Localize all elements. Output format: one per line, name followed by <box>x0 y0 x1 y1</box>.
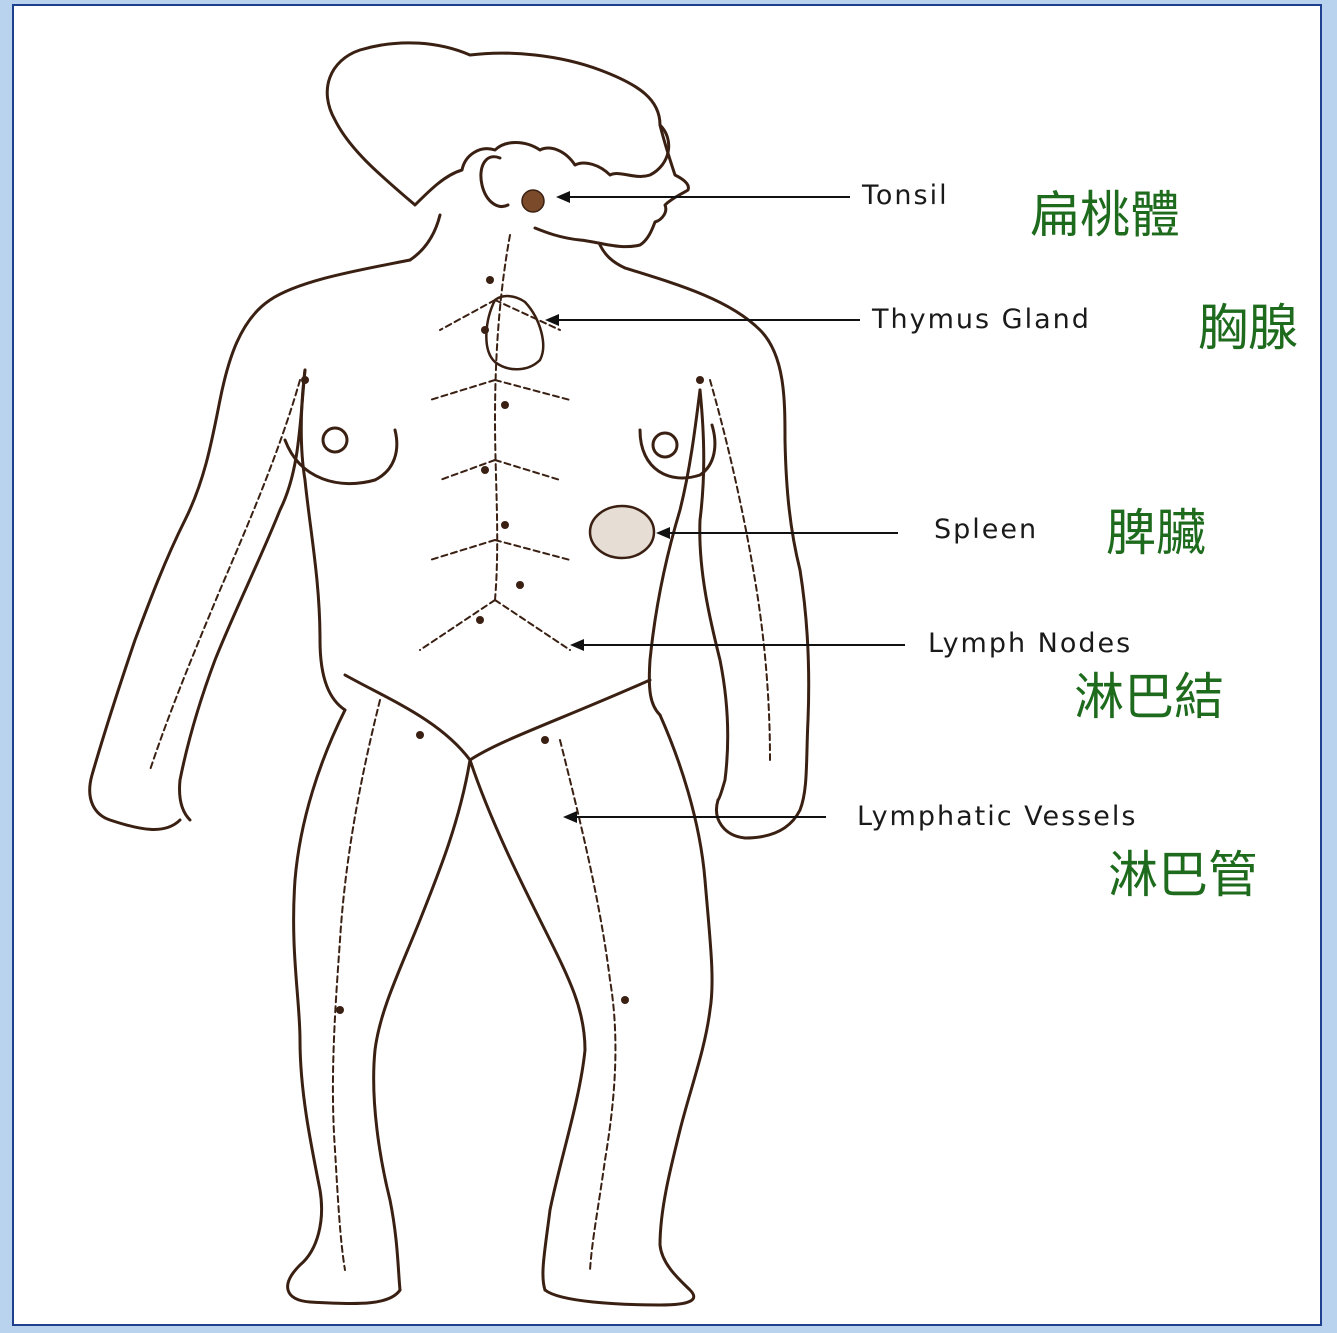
nodes-label: Lymph Nodes <box>928 630 1132 657</box>
left-leg-inner <box>374 760 470 1290</box>
left-leg-outer <box>288 710 400 1304</box>
thymus-gland <box>486 296 543 369</box>
thymus-label-zh: 胸腺 <box>1198 303 1298 353</box>
vessels-arrowhead <box>563 811 577 823</box>
right-leg-vessels <box>560 740 615 1270</box>
ear-outline <box>481 157 508 207</box>
spleen-label-zh: 脾臟 <box>1106 508 1206 558</box>
neck-right <box>600 245 625 268</box>
left-leg-vessels <box>333 700 380 1270</box>
right-leg-outer <box>545 715 712 1305</box>
spleen-label: Spleen <box>934 516 1038 543</box>
left-nipple <box>323 428 347 452</box>
spleen-arrowhead <box>656 527 670 539</box>
nodes-label-zh: 淋巴結 <box>1074 672 1224 722</box>
thymus-label: Thymus Gland <box>872 306 1091 333</box>
left-arm-inner <box>179 370 305 820</box>
torso-left <box>301 370 345 710</box>
vessels-label: Lymphatic Vessels <box>857 803 1137 830</box>
left-arm-vessels <box>150 380 300 770</box>
right-nipple <box>653 433 677 457</box>
vessels-label-zh: 淋巴管 <box>1108 850 1258 900</box>
thymus-arrowhead <box>545 314 559 326</box>
tonsil-node <box>522 190 544 212</box>
tonsil-label-zh: 扁桃體 <box>1030 190 1180 240</box>
pelvis-line <box>345 675 650 760</box>
thoracic-duct <box>495 235 510 600</box>
right-shoulder-arm <box>625 268 809 838</box>
nodes-arrowhead <box>570 639 584 651</box>
right-leg-inner <box>470 760 585 1290</box>
spleen-organ <box>590 506 654 558</box>
left-shoulder-arm <box>90 260 410 829</box>
face-outline <box>535 125 688 247</box>
tonsil-label: Tonsil <box>862 182 949 209</box>
hair-outline <box>327 43 668 205</box>
tonsil-arrowhead <box>556 191 570 203</box>
neck-left <box>410 215 440 260</box>
right-arm-vessels <box>710 380 770 760</box>
